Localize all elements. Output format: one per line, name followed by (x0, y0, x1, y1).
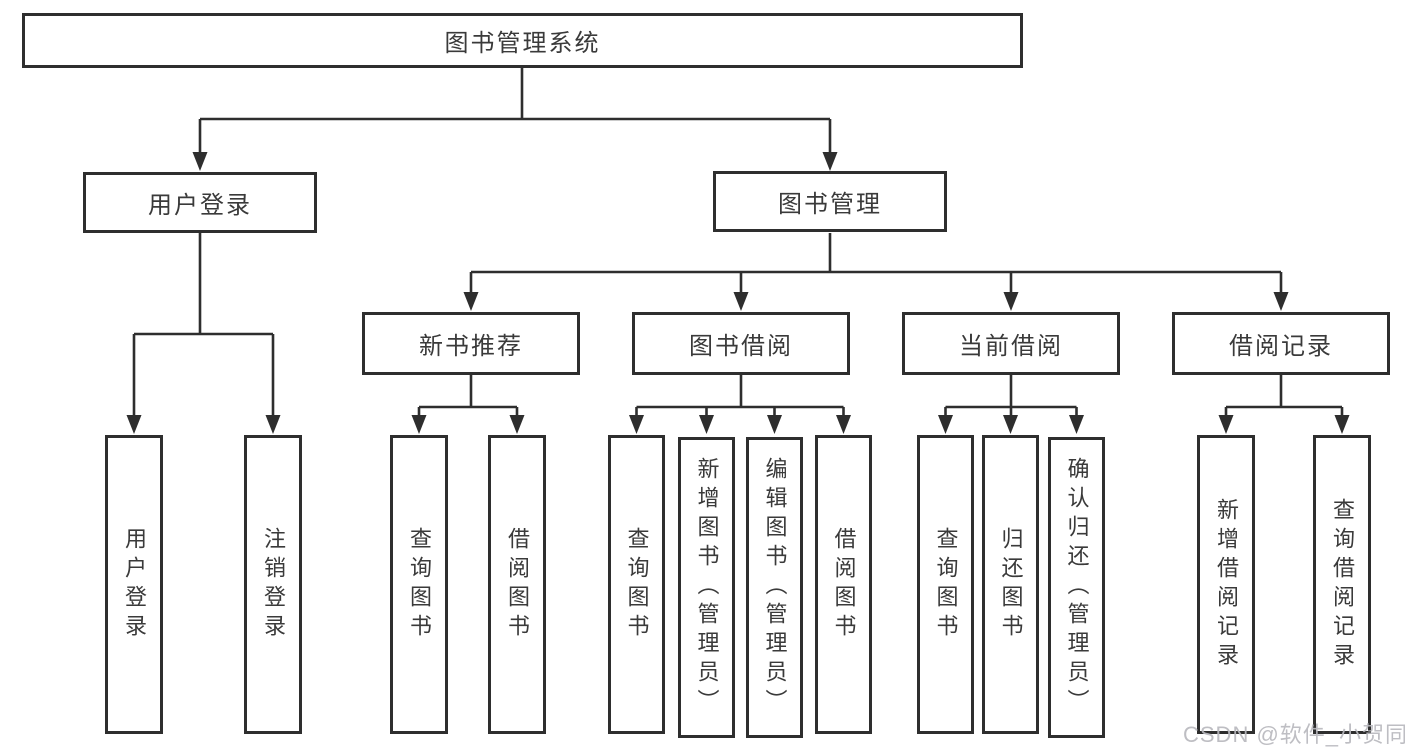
arrowheads (126, 152, 1350, 434)
leaf-edit-book-admin: 编辑图书（管理员） (746, 437, 803, 738)
leaf-add-book-admin: 新增图书（管理员） (678, 437, 735, 738)
leaf-confirm-return-admin: 确认归还（管理员） (1048, 437, 1105, 738)
leaf-query-books-current: 查询图书 (917, 435, 974, 734)
node-new-book-recommend: 新书推荐 (362, 312, 580, 375)
node-root-system: 图书管理系统 (22, 13, 1023, 68)
leaf-borrow-books-recommend: 借阅图书 (488, 435, 546, 734)
leaf-return-book: 归还图书 (982, 435, 1039, 734)
node-borrow-records: 借阅记录 (1172, 312, 1390, 375)
leaf-query-books-borrow: 查询图书 (608, 435, 665, 734)
csdn-watermark: CSDN @软件_小贺同学 (1183, 722, 1405, 747)
leaf-query-borrow-record: 查询借阅记录 (1313, 435, 1371, 734)
node-book-management-module: 图书管理 (713, 171, 947, 232)
node-book-borrow: 图书借阅 (632, 312, 850, 375)
node-current-borrow: 当前借阅 (902, 312, 1120, 375)
leaf-add-borrow-record: 新增借阅记录 (1197, 435, 1255, 734)
node-user-login-module: 用户登录 (83, 172, 317, 233)
leaf-query-books-recommend: 查询图书 (390, 435, 448, 734)
leaf-logout: 注销登录 (244, 435, 302, 734)
leaf-user-login: 用户登录 (105, 435, 163, 734)
leaf-borrow-book: 借阅图书 (815, 435, 872, 734)
